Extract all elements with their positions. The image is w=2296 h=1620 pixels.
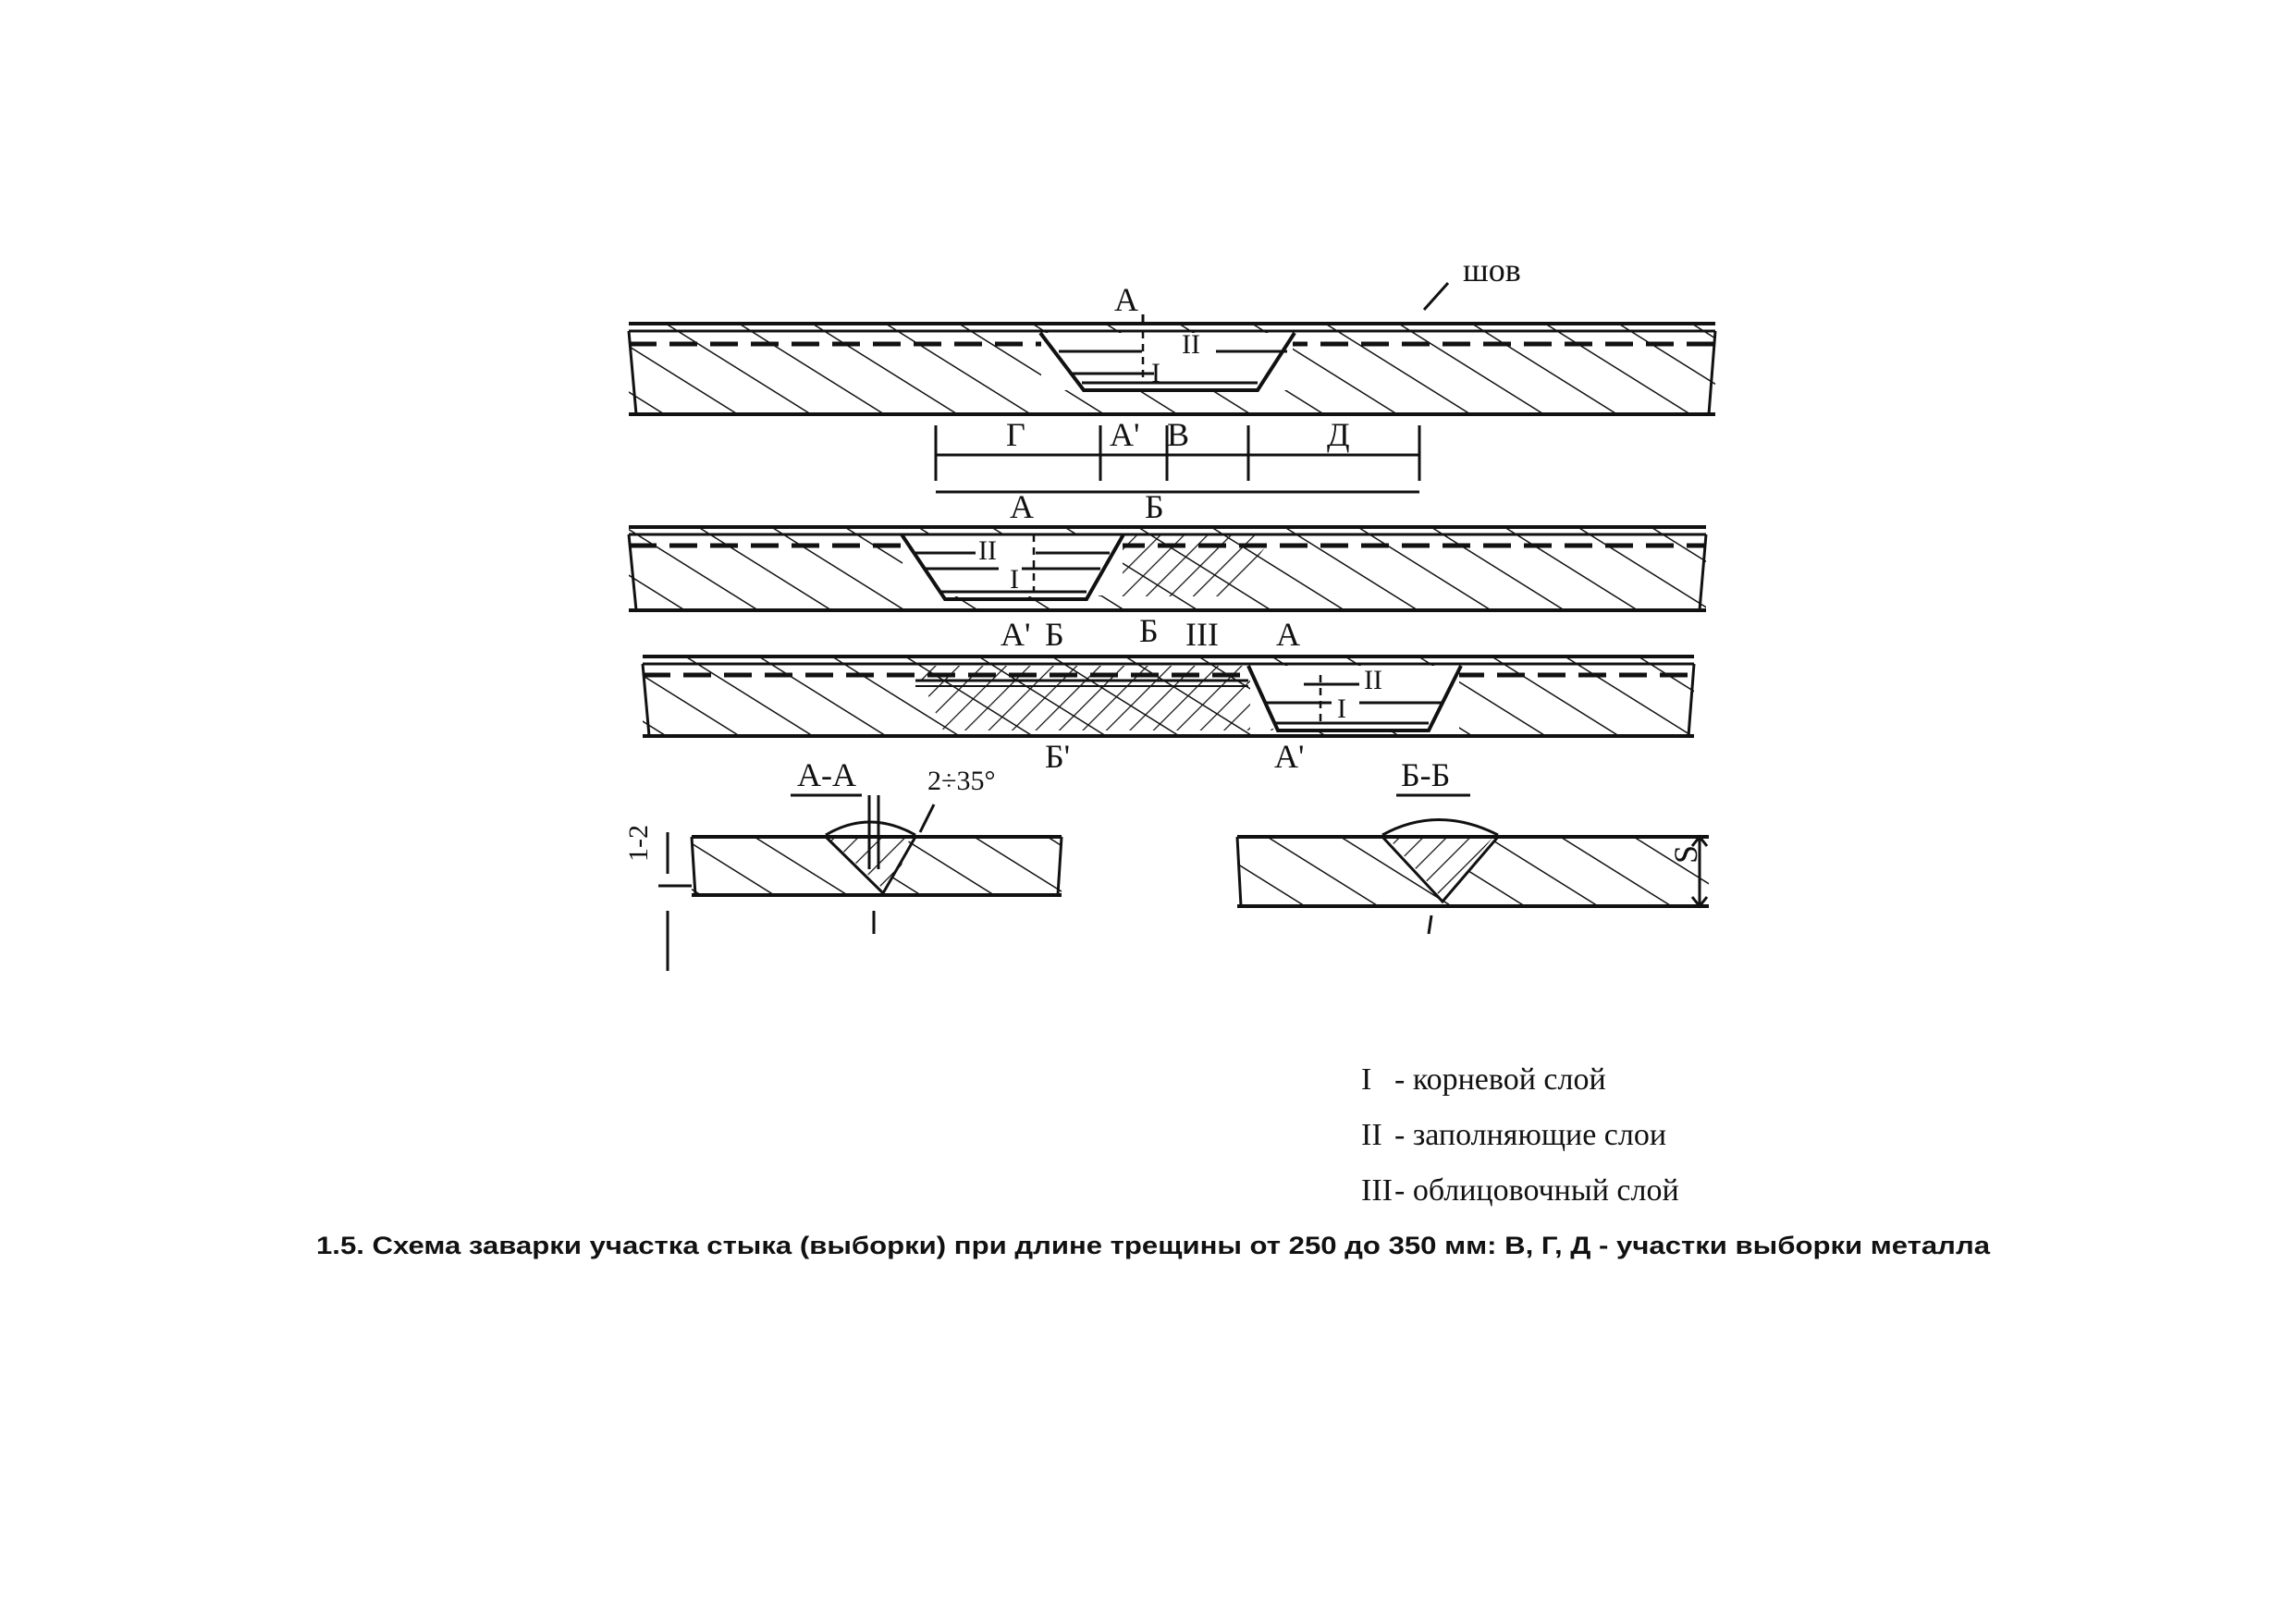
angle-label: 2÷35°	[927, 766, 995, 796]
legend-text-2: - заполняющие слои	[1394, 1118, 1666, 1152]
legend-roman-3: III	[1361, 1173, 1393, 1208]
a-prime-row3-label: A'	[1001, 616, 1030, 653]
zone-dimension-lines	[934, 425, 1421, 494]
pipe-strip-1	[627, 281, 1717, 416]
figure-caption: 1.5. Схема заварки участка стыка (выборк…	[316, 1232, 1991, 1259]
legend-text-1: - корневой слой	[1394, 1062, 1606, 1097]
b-row2-label: Б	[1145, 488, 1164, 525]
b-row3b-label: Б	[1139, 612, 1159, 649]
seam-label: шов	[1463, 252, 1521, 288]
gap-label: 1-2	[623, 825, 654, 862]
b-row3a-label: Б	[1045, 616, 1064, 653]
pipe-strip-2	[627, 525, 1708, 612]
section-aa-label: A-A	[797, 756, 856, 793]
cross-section-bb	[1235, 818, 1709, 935]
a-top-label: A	[1114, 281, 1138, 318]
layer-i-label-3: I	[1337, 693, 1346, 724]
a-row2-label: A	[1010, 488, 1034, 525]
legend: I - корневой слой II - заполняющие слои …	[1361, 1062, 1679, 1208]
zone-g-label: Г	[1006, 416, 1025, 453]
legend-roman-2: II	[1361, 1118, 1382, 1152]
pipe-strip-3	[641, 655, 1696, 738]
thickness-label: S	[1667, 845, 1704, 864]
layer-ii-label-3: II	[1364, 665, 1382, 695]
layer-ii-label-2: II	[978, 535, 997, 566]
a-prime-mid-label: A'	[1110, 416, 1139, 453]
legend-roman-1: I	[1361, 1062, 1371, 1097]
layer-iii-label: III	[1185, 616, 1219, 653]
zone-v-label: В	[1167, 416, 1189, 453]
zone-d-label: Д	[1327, 416, 1350, 453]
layer-i-label-1: I	[1151, 358, 1160, 388]
layer-i-label-2: I	[1010, 564, 1019, 595]
layer-ii-label-1: II	[1182, 329, 1200, 360]
a-row3-label: A	[1276, 616, 1300, 653]
a-prime-bottom-label: A'	[1274, 738, 1304, 775]
cross-section-aa	[658, 795, 1063, 971]
b-prime-bottom-label: Б'	[1045, 738, 1070, 775]
legend-text-3: - облицовочный слой	[1394, 1173, 1679, 1208]
section-bb-label: Б-Б	[1401, 756, 1450, 793]
